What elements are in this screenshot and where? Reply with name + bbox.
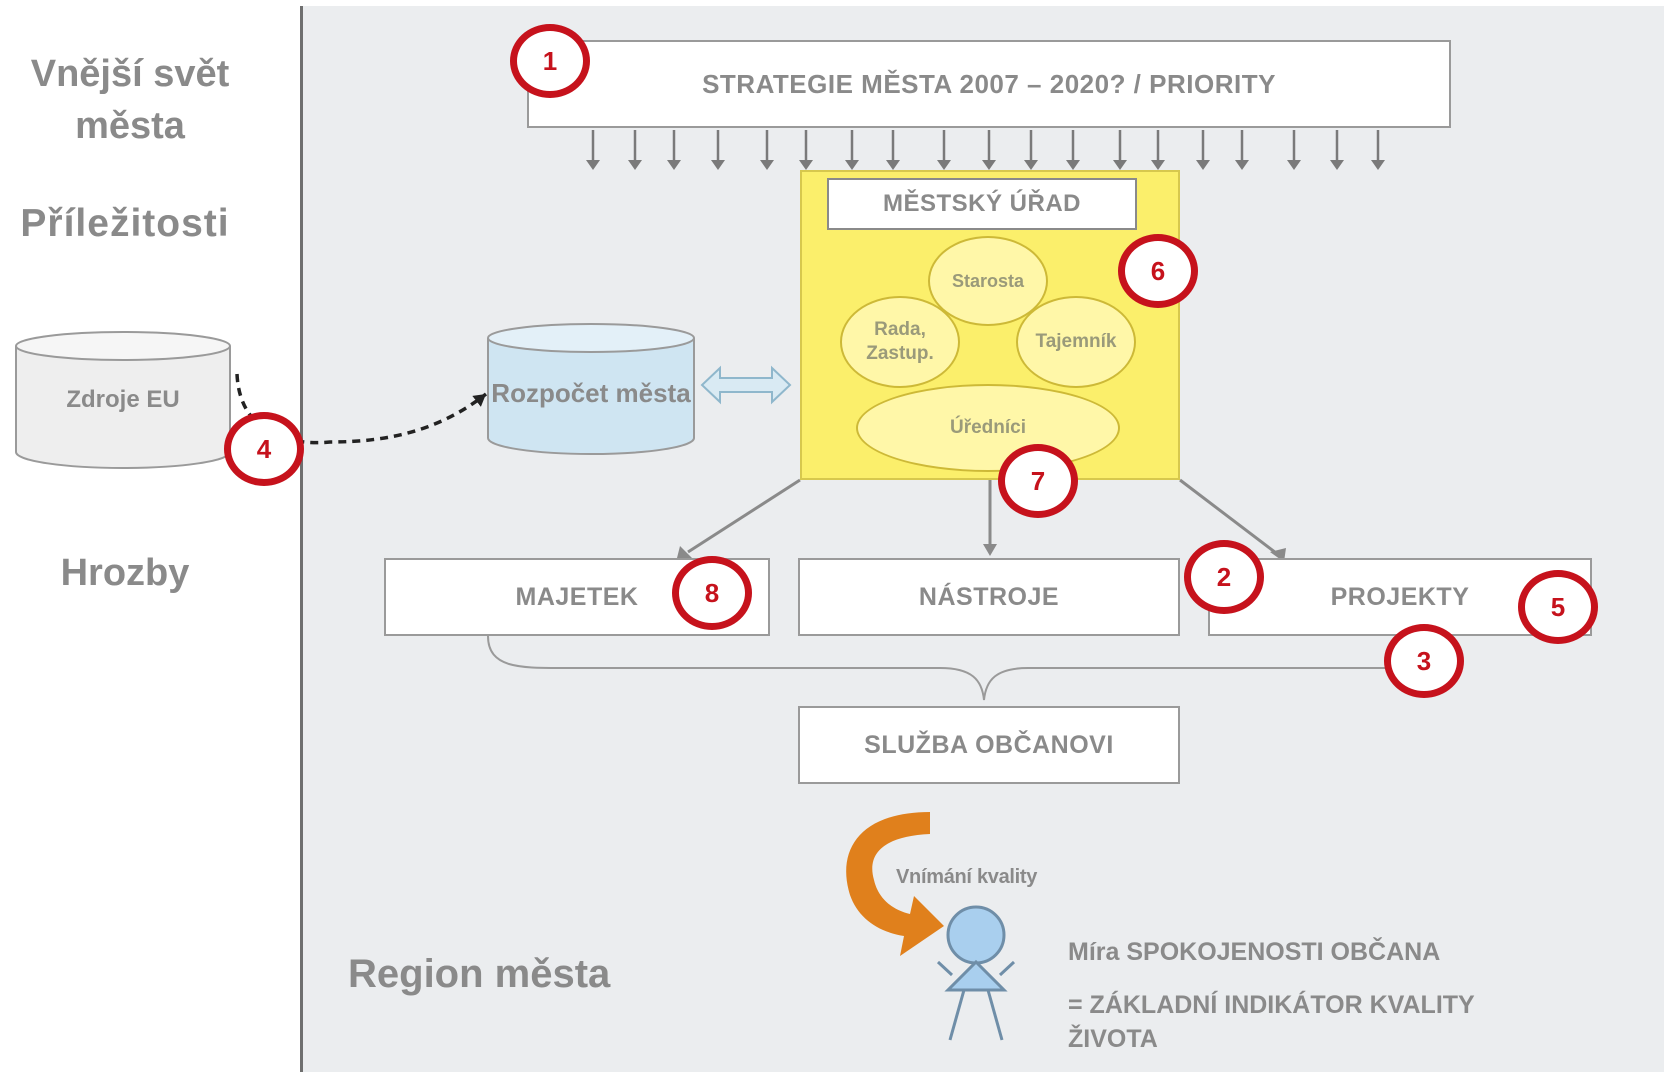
marker-3: 3 <box>1384 624 1464 698</box>
satisfaction-measure-label: Míra SPOKOJENOSTI OBČANA <box>1068 938 1441 966</box>
opportunities-label: Příležitosti <box>20 202 230 245</box>
city-budget-cylinder: Rozpočet města <box>486 322 696 456</box>
council-node: Rada, Zastup. <box>840 296 960 388</box>
citizen-figure <box>936 905 1016 1041</box>
mayor-node: Starosta <box>928 236 1048 326</box>
marker-5: 5 <box>1518 570 1598 644</box>
outer-world-label: Vnější svět města <box>30 53 230 147</box>
secretary-node: Tajemník <box>1016 296 1136 388</box>
eu-funding-flow-arrow <box>235 373 488 445</box>
city-region-label: Region města <box>348 952 611 996</box>
citizen-service-box: SLUŽBA OBČANOVI <box>798 706 1180 784</box>
municipal-office-title: MĚSTSKÝ ÚŘAD <box>827 178 1137 230</box>
eu-funds-label: Zdroje EU <box>66 386 180 413</box>
tools-box: NÁSTROJE <box>798 558 1180 636</box>
threats-label: Hrozby <box>60 552 190 594</box>
office-output-arrows <box>687 478 1281 558</box>
marker-4: 4 <box>224 412 304 486</box>
quality-of-life-indicator-label: = ZÁKLADNÍ INDIKÁTOR KVALITY ŽIVOTA <box>1068 991 1475 1053</box>
marker-1: 1 <box>510 24 590 98</box>
outputs-brace <box>487 635 1443 701</box>
strategy-priorities-box: STRATEGIE MĚSTA 2007 – 2020? / PRIORITY <box>527 40 1451 128</box>
quality-perception-label: Vnímání kvality <box>896 866 1038 888</box>
city-budget-label: Rozpočet města <box>491 378 691 408</box>
quality-perception-arrow <box>846 812 944 956</box>
marker-2: 2 <box>1184 540 1264 614</box>
marker-6: 6 <box>1118 234 1198 308</box>
marker-7: 7 <box>998 444 1078 518</box>
marker-8: 8 <box>672 556 752 630</box>
eu-funds-cylinder: Zdroje EU <box>14 330 232 470</box>
officials-node: Úředníci <box>856 384 1120 472</box>
budget-office-double-arrow <box>700 365 792 405</box>
